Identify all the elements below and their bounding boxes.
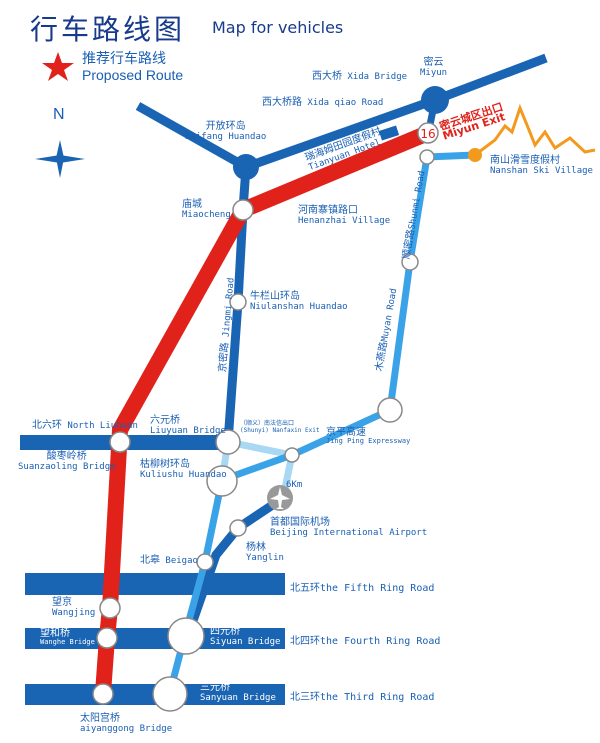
- label-third-ring: 北三环the Third Ring Road: [290, 692, 435, 703]
- kaifang-hub: [233, 154, 259, 180]
- node-niulanshan: [229, 293, 247, 311]
- tianyuan-hotel-marker: [378, 125, 400, 141]
- node-wangjing: [99, 597, 121, 619]
- exit-number: 16: [420, 127, 435, 141]
- label-nanfaxin: （顺义）南法信出口(Shunyi) Nanfaxin Exit: [240, 420, 320, 434]
- mountain-icon: [474, 103, 596, 157]
- star-icon: [42, 52, 74, 81]
- node-beigao: [196, 553, 214, 571]
- node-sanyuan: [152, 676, 188, 712]
- node-shunmi: [401, 253, 419, 271]
- node-nanfaxin: [284, 447, 300, 463]
- node-miyun-exit: [417, 122, 439, 144]
- label-fifth-ring: 北五环the Fifth Ring Road: [290, 583, 435, 594]
- node-north-liuhuan: [109, 431, 131, 453]
- fifth-ring-road: [25, 573, 285, 595]
- compass-label: N: [53, 106, 65, 123]
- node-liuyuan: [215, 429, 241, 455]
- miyun-road-northeast: [433, 53, 548, 105]
- label-xidaqiao-road: 西大桥路 Xida qiao Road: [262, 97, 384, 109]
- miyun-hub: [421, 86, 449, 114]
- jingmi-south-road: [166, 479, 226, 693]
- airport-road: [183, 494, 286, 637]
- title-en: Map for vehicles: [212, 18, 344, 37]
- node-muyan-jingping: [377, 397, 403, 423]
- plane-icon: [270, 487, 290, 509]
- node-taiyanggong: [92, 683, 114, 705]
- label-beigao: 北皋 Beigao: [140, 555, 198, 567]
- title-zh: 行车路线图: [30, 13, 186, 46]
- nanshan-link: [426, 151, 476, 161]
- label-north-liuhuan: 北六环 North Liuhuan: [32, 420, 138, 432]
- legend-en: Proposed Route: [82, 67, 184, 83]
- label-fourth-ring: 北四环the Fourth Ring Road: [290, 636, 441, 647]
- label-distance: 6Km: [286, 480, 303, 490]
- road-northwest: [135, 102, 249, 171]
- label-xida-bridge: 西大桥 Xida Bridge: [312, 71, 408, 83]
- legend: 推荐行车路线 Proposed Route: [82, 50, 183, 84]
- nanshan-dot: [468, 148, 482, 162]
- compass-icon: [35, 140, 85, 178]
- node-miaocheng: [232, 199, 254, 221]
- fourth-ring-road: [25, 628, 285, 649]
- node-kulishu: [206, 465, 238, 497]
- node-yanglin: [229, 519, 247, 537]
- node-wanghe: [96, 627, 118, 649]
- jingmi-road: [223, 166, 251, 443]
- node-nanshan-junction: [419, 149, 435, 165]
- node-siyuan: [167, 617, 205, 655]
- legend-zh: 推荐行车路线: [82, 50, 166, 66]
- xidaqiao-road: [244, 95, 437, 172]
